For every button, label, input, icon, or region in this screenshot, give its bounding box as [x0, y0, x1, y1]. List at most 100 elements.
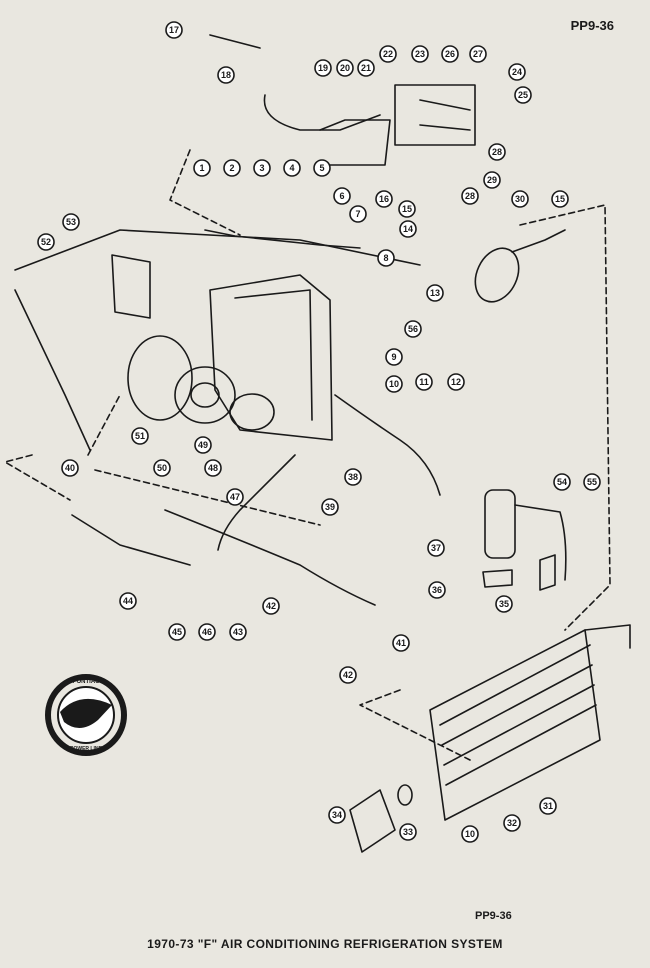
callout-bubble-47 — [226, 488, 244, 506]
callout-number-12: 12 — [451, 377, 461, 387]
condenser-fins — [439, 644, 597, 786]
callout-number-6: 6 — [339, 191, 344, 201]
callout-bubble-30 — [511, 190, 529, 208]
callout-bubble-50 — [153, 459, 171, 477]
callout-bubble-2 — [223, 159, 241, 177]
callout-bubble-42 — [262, 597, 280, 615]
callout-bubble-23 — [411, 45, 429, 63]
callout-number-20: 20 — [340, 63, 350, 73]
callout-bubble-35 — [495, 595, 513, 613]
callout-number-17: 17 — [169, 25, 179, 35]
callout-number-45: 45 — [172, 627, 182, 637]
callout-number-41: 41 — [396, 638, 406, 648]
callout-number-15: 15 — [402, 204, 412, 214]
callout-bubble-45 — [168, 623, 186, 641]
callout-number-27: 27 — [473, 49, 483, 59]
tube-22 — [319, 119, 391, 166]
callout-bubble-26 — [441, 45, 459, 63]
firewall-outline — [14, 229, 421, 271]
callout-number-48: 48 — [208, 463, 218, 473]
callout-bubble-10 — [461, 825, 479, 843]
callout-bubble-55 — [583, 473, 601, 491]
logo-text-bottom: POWER LINE — [70, 746, 102, 752]
callout-number-15: 15 — [555, 194, 565, 204]
callout-bubble-21 — [357, 59, 375, 77]
dash-outline-left — [4, 454, 71, 501]
callout-bubble-31 — [539, 797, 557, 815]
callout-number-13: 13 — [430, 288, 440, 298]
callout-number-2: 2 — [229, 163, 234, 173]
callout-bubble-19 — [314, 59, 332, 77]
callout-number-22: 22 — [383, 49, 393, 59]
callout-bubble-14 — [399, 220, 417, 238]
callout-bubble-22 — [379, 45, 397, 63]
callout-bubble-6 — [333, 187, 351, 205]
evaporator-case — [209, 274, 333, 441]
callout-number-29: 29 — [487, 175, 497, 185]
callout-bubble-29 — [483, 171, 501, 189]
callout-bubble-32 — [503, 814, 521, 832]
dash-leader — [94, 469, 321, 526]
callout-bubble-9 — [385, 348, 403, 366]
line-56-57 — [514, 504, 567, 581]
blower-motor — [229, 393, 275, 431]
callout-bubble-52 — [37, 233, 55, 251]
callout-number-28: 28 — [492, 147, 502, 157]
callout-bubble-15 — [398, 200, 416, 218]
callout-number-26: 26 — [445, 49, 455, 59]
callout-bubble-7 — [349, 205, 367, 223]
line-to-15 — [511, 229, 566, 253]
callout-bubble-4 — [283, 159, 301, 177]
callout-number-10: 10 — [465, 829, 475, 839]
callout-bubble-10 — [385, 375, 403, 393]
callout-number-53: 53 — [66, 217, 76, 227]
callout-bubble-33 — [399, 823, 417, 841]
hose-41 — [217, 454, 296, 551]
callout-bubble-34 — [328, 806, 346, 824]
callout-number-30: 30 — [515, 194, 525, 204]
compressor-bolts — [419, 99, 471, 131]
callout-number-51: 51 — [135, 431, 145, 441]
callout-bubble-12 — [447, 373, 465, 391]
hose-upper — [263, 94, 381, 131]
callout-bubble-49 — [194, 436, 212, 454]
fitting-17 — [209, 34, 261, 49]
callout-number-50: 50 — [157, 463, 167, 473]
callout-bubble-53 — [62, 213, 80, 231]
callout-bubble-37 — [427, 539, 445, 557]
indian-head-emblem — [60, 698, 112, 729]
callout-bubble-1 — [193, 159, 211, 177]
callout-bubble-36 — [428, 581, 446, 599]
dash-outline-right — [519, 204, 611, 631]
dash-leader — [169, 149, 241, 236]
callout-bubble-27 — [469, 45, 487, 63]
evaporator-case-detail — [234, 289, 313, 421]
hose-46 — [71, 514, 191, 566]
callout-number-25: 25 — [518, 90, 528, 100]
callout-bubble-46 — [198, 623, 216, 641]
callout-number-10: 10 — [389, 379, 399, 389]
blower-housing — [127, 335, 193, 421]
callout-bubble-25 — [514, 86, 532, 104]
callout-bubble-28 — [488, 143, 506, 161]
callout-number-5: 5 — [319, 163, 324, 173]
callout-bubble-11 — [415, 373, 433, 391]
callout-number-28: 28 — [465, 191, 475, 201]
compressor-block — [394, 84, 476, 146]
callout-number-35: 35 — [499, 599, 509, 609]
callout-number-52: 52 — [41, 237, 51, 247]
callout-number-54: 54 — [557, 477, 567, 487]
callout-bubble-20 — [336, 59, 354, 77]
accumulator-39 — [484, 489, 516, 559]
callout-number-40: 40 — [65, 463, 75, 473]
condenser-bracket — [584, 624, 631, 649]
callout-bubble-3 — [253, 159, 271, 177]
callout-number-56: 56 — [408, 324, 418, 334]
callout-bubble-18 — [217, 66, 235, 84]
logo-text-top: PONTIAC — [73, 679, 101, 685]
callout-number-8: 8 — [383, 253, 388, 263]
callout-bubble-40 — [61, 459, 79, 477]
callout-bubble-41 — [392, 634, 410, 652]
